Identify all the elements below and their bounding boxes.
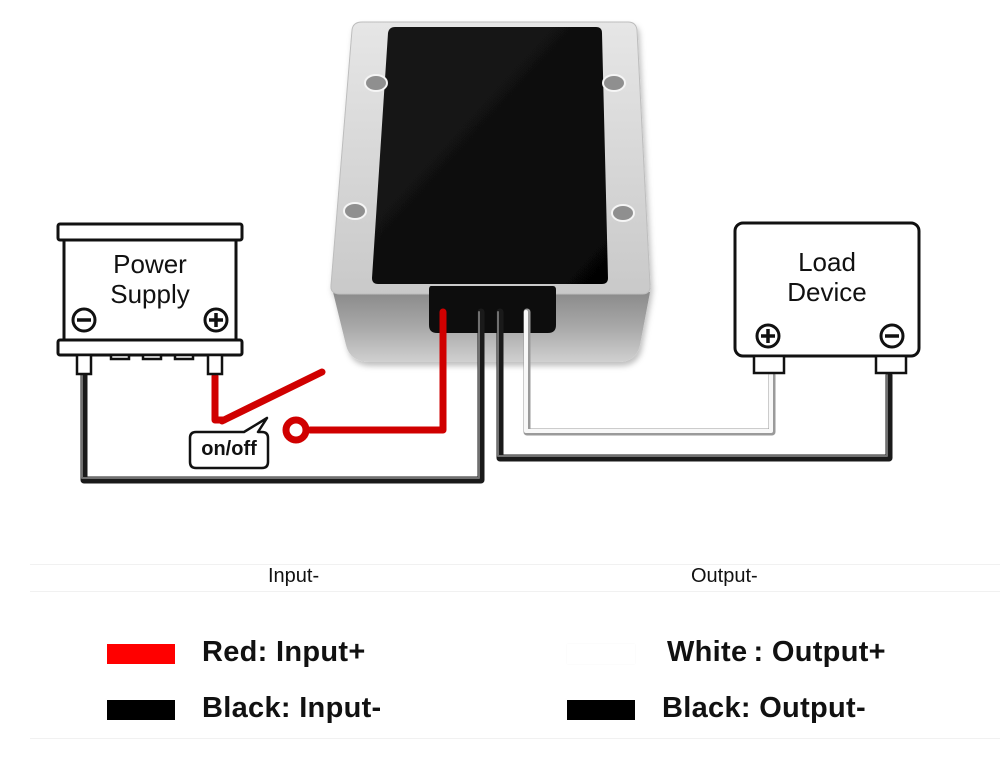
legend-divider (30, 738, 1000, 739)
power-supply-foot (141, 353, 163, 361)
power-supply-title-line1: Power (113, 249, 187, 279)
negative-terminal-icon (879, 323, 905, 349)
wire-black-input-negative (80, 308, 485, 484)
converter-top-panel (372, 27, 608, 284)
switch-lever[interactable] (218, 368, 326, 425)
load-device-title-line1: Load (798, 247, 856, 277)
mounting-hole (364, 74, 388, 92)
mounting-holes (343, 74, 635, 222)
legend-text-red: Red: Input+ (202, 636, 366, 668)
switch-label-bubble (188, 416, 270, 470)
power-supply-bottom-rail (56, 338, 244, 357)
switch-contact (282, 416, 310, 444)
wire-black-output-negative (496, 308, 893, 462)
load-device-body (733, 221, 921, 358)
legend-divider (30, 591, 1000, 592)
positive-terminal-icon (755, 323, 781, 349)
power-supply-title-line2: Supply (110, 279, 190, 309)
power-supply-foot (173, 353, 195, 361)
load-device-box (733, 221, 921, 375)
load-device-title: Load Device (735, 247, 919, 307)
mounting-hole (602, 74, 626, 92)
power-supply-positive-post (206, 353, 224, 376)
dc-converter-module (330, 21, 651, 362)
legend-text-white: White : Output+ (667, 636, 886, 668)
legend-input-heading: Input- (268, 565, 320, 587)
switch-label: on/off (201, 438, 257, 460)
negative-terminal-icon (71, 307, 97, 333)
positive-terminal-icon (203, 307, 229, 333)
load-device-title-line2: Device (787, 277, 867, 307)
load-device-negative-post (874, 354, 908, 375)
power-supply-title: Power Supply (64, 249, 236, 309)
mounting-hole (611, 204, 635, 222)
power-supply-negative-post (75, 353, 93, 376)
cable-gland (429, 286, 556, 333)
legend-swatch-red (107, 644, 175, 664)
load-device-positive-post (752, 354, 786, 375)
power-supply-foot (109, 353, 131, 361)
legend-swatch-black-output (567, 700, 635, 720)
legend-divider (30, 564, 1000, 565)
legend-swatch-white (567, 644, 635, 664)
wire-white-output-positive (523, 308, 776, 436)
power-supply-box (56, 222, 244, 376)
mounting-hole (343, 202, 367, 220)
legend-output-heading: Output- (691, 565, 758, 587)
wires (80, 308, 893, 484)
legend-text-black-output: Black: Output- (662, 692, 866, 724)
power-supply-top-rail (56, 222, 244, 242)
legend-text-black-input: Black: Input- (202, 692, 382, 724)
legend-swatch-black-input (107, 700, 175, 720)
